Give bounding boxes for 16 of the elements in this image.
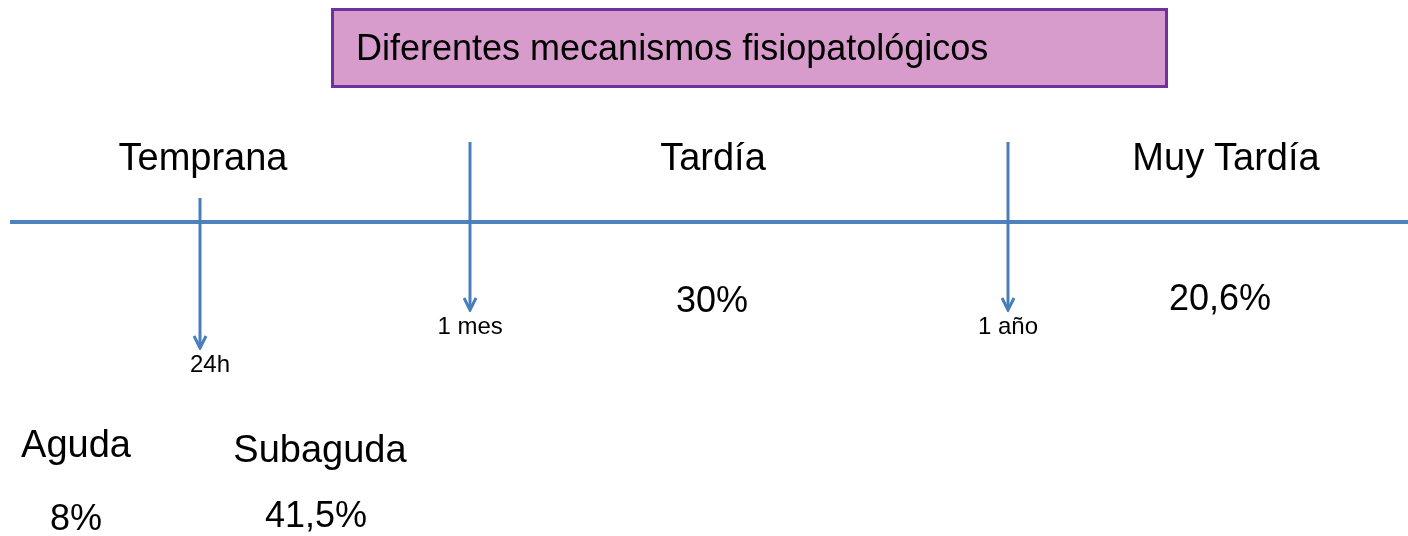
percentage-value: 20,6% [1168, 278, 1272, 318]
arrow [1000, 142, 1016, 312]
title-box: Diferentes mecanismos fisiopatológicos [331, 8, 1168, 88]
percentage-value: 41,5% [264, 495, 368, 535]
time-marker: 24h [190, 350, 231, 378]
phase-label: Temprana [118, 137, 288, 179]
time-marker: 1 mes [437, 312, 503, 340]
percentage-value: 8% [50, 498, 102, 536]
category-label: Subaguda [233, 429, 407, 471]
arrow [192, 198, 208, 350]
phase-label: Tardía [660, 137, 766, 179]
time-marker: 1 año [978, 312, 1039, 340]
category-label: Aguda [21, 424, 131, 466]
arrow [462, 142, 478, 312]
percentage-value: 30% [675, 280, 749, 320]
phase-label: Muy Tardía [1132, 137, 1320, 179]
